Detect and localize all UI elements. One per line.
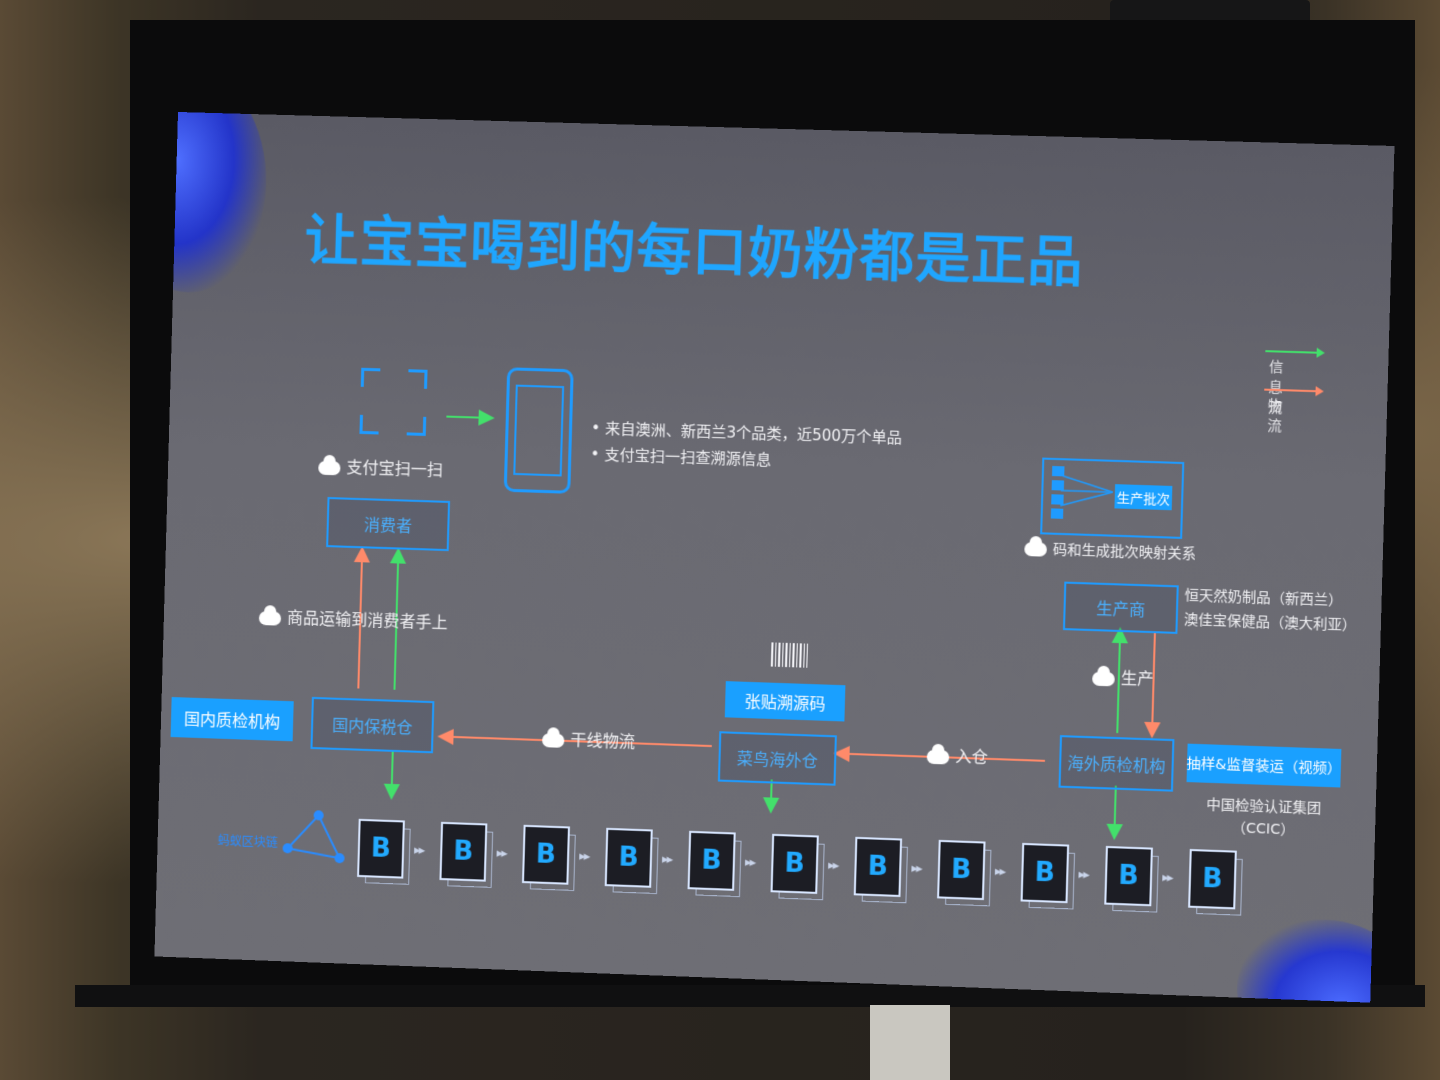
chevron-right-icon: ▸▸ [414,843,424,858]
overseas-qc-box: 海外质检机构 [1059,735,1175,792]
block-icon: B [937,840,985,900]
scan-icon [359,368,427,436]
chain-link-warehouse [392,750,393,796]
produce-label-text: 生产 [1121,668,1154,688]
screen-pole [870,1005,950,1080]
manufacturer-box: 生产商 [1063,582,1179,634]
bullet-list: 来自澳洲、新西兰3个品类，近500万个单品 支付宝扫一扫查溯源信息 [590,415,902,477]
manufacturer-brands: 恒天然奶制品（新西兰） 澳佳宝保健品（澳大利亚） [1184,584,1358,638]
cloud-icon [1024,542,1047,557]
block-icon: B [522,825,570,885]
chevron-right-icon: ▸▸ [1162,870,1172,886]
block-icon: B [439,822,487,882]
block-icon: B [1021,843,1070,903]
qr-code-icon [1051,466,1065,523]
block-icon: B [1104,846,1153,906]
block-icon: B [771,834,819,894]
chevron-right-icon: ▸▸ [662,852,672,867]
code-mapping-text: 码和生成批次映射关系 [1053,542,1197,563]
block-icon: B [357,819,405,879]
ccic-name: 中国检验认证集团 [1206,794,1321,820]
trunk-label-text: 干线物流 [570,730,635,751]
chevron-right-icon: ▸▸ [496,846,506,861]
inbound-label: 入仓 [927,742,989,768]
ccic-abbr: （CCIC） [1205,816,1320,842]
chevron-right-icon: ▸▸ [995,864,1005,879]
barcode-icon [771,642,808,667]
cloud-icon [259,610,281,625]
cloud-icon [927,749,950,764]
image-icon [513,385,564,477]
ccic-label: 中国检验认证集团 （CCIC） [1205,794,1321,843]
sampling-box: 抽样&监督装运（视频） [1187,744,1342,788]
block-icon: B [854,837,902,897]
blockchain-network-icon [267,806,349,879]
scan-arrow [446,417,490,418]
produce-label: 生产 [1092,663,1154,689]
chain-link-cainiao [771,779,772,809]
trunk-label: 干线物流 [542,725,636,752]
chain-link-overseas [1114,786,1115,837]
scan-label: 支付宝扫一扫 [318,453,443,481]
block-icon: B [1188,849,1237,909]
trace-code-box: 张贴溯源码 [725,681,846,721]
chevron-right-icon: ▸▸ [745,855,755,870]
block-icon: B [605,828,653,888]
cloud-icon [318,460,340,475]
block-icon: B [688,831,736,891]
cainiao-box: 菜鸟海外仓 [718,731,837,785]
chain-label: 蚂蚁区块链 [217,832,278,851]
domestic-warehouse-box: 国内保税仓 [310,697,434,753]
transport-label-text: 商品运输到消费者手上 [287,608,448,632]
consumer-box: 消费者 [326,497,450,551]
cloud-icon [1092,671,1115,686]
batch-box: 生产批次 [1114,484,1172,510]
chevron-right-icon: ▸▸ [911,861,921,876]
inbound-label-text: 入仓 [955,747,988,767]
cloud-icon [542,733,565,748]
chevron-right-icon: ▸▸ [828,858,838,873]
chevron-right-icon: ▸▸ [1078,867,1088,882]
slide: 让宝宝喝到的每口奶粉都是正品 信息流 物流 [154,112,1394,1003]
qr-batch-panel: 生产批次 [1040,458,1184,539]
scan-label-text: 支付宝扫一扫 [346,458,443,480]
chevron-right-icon: ▸▸ [579,849,589,864]
domestic-qc-box: 国内质检机构 [171,697,294,741]
phone-icon [504,367,574,494]
